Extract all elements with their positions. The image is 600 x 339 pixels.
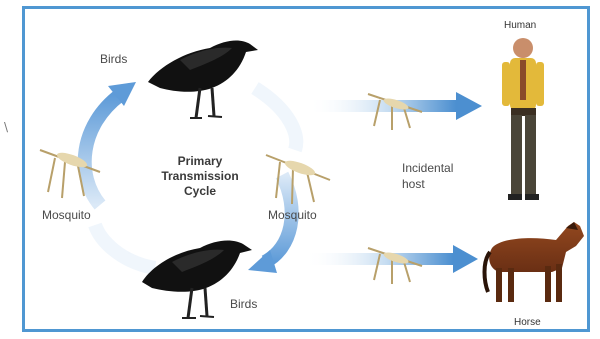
label-cycle-title: Primary Transmission Cycle bbox=[150, 154, 250, 199]
crow-icon bbox=[148, 41, 258, 118]
cycle-arrow-right bbox=[248, 175, 292, 273]
cycle-arrow-left bbox=[85, 82, 136, 205]
label-birds-bottom: Birds bbox=[230, 297, 257, 311]
label-incidental-host: Incidental host bbox=[402, 160, 453, 192]
label-mosquito-left: Mosquito bbox=[42, 208, 91, 222]
mosquito-icon bbox=[266, 155, 330, 204]
label-mosquito-right: Mosquito bbox=[268, 208, 317, 222]
label-human: Human bbox=[504, 20, 536, 31]
human-icon bbox=[502, 38, 544, 200]
horse-icon bbox=[485, 222, 585, 302]
label-horse: Horse bbox=[514, 317, 541, 328]
label-birds-top: Birds bbox=[100, 52, 127, 66]
